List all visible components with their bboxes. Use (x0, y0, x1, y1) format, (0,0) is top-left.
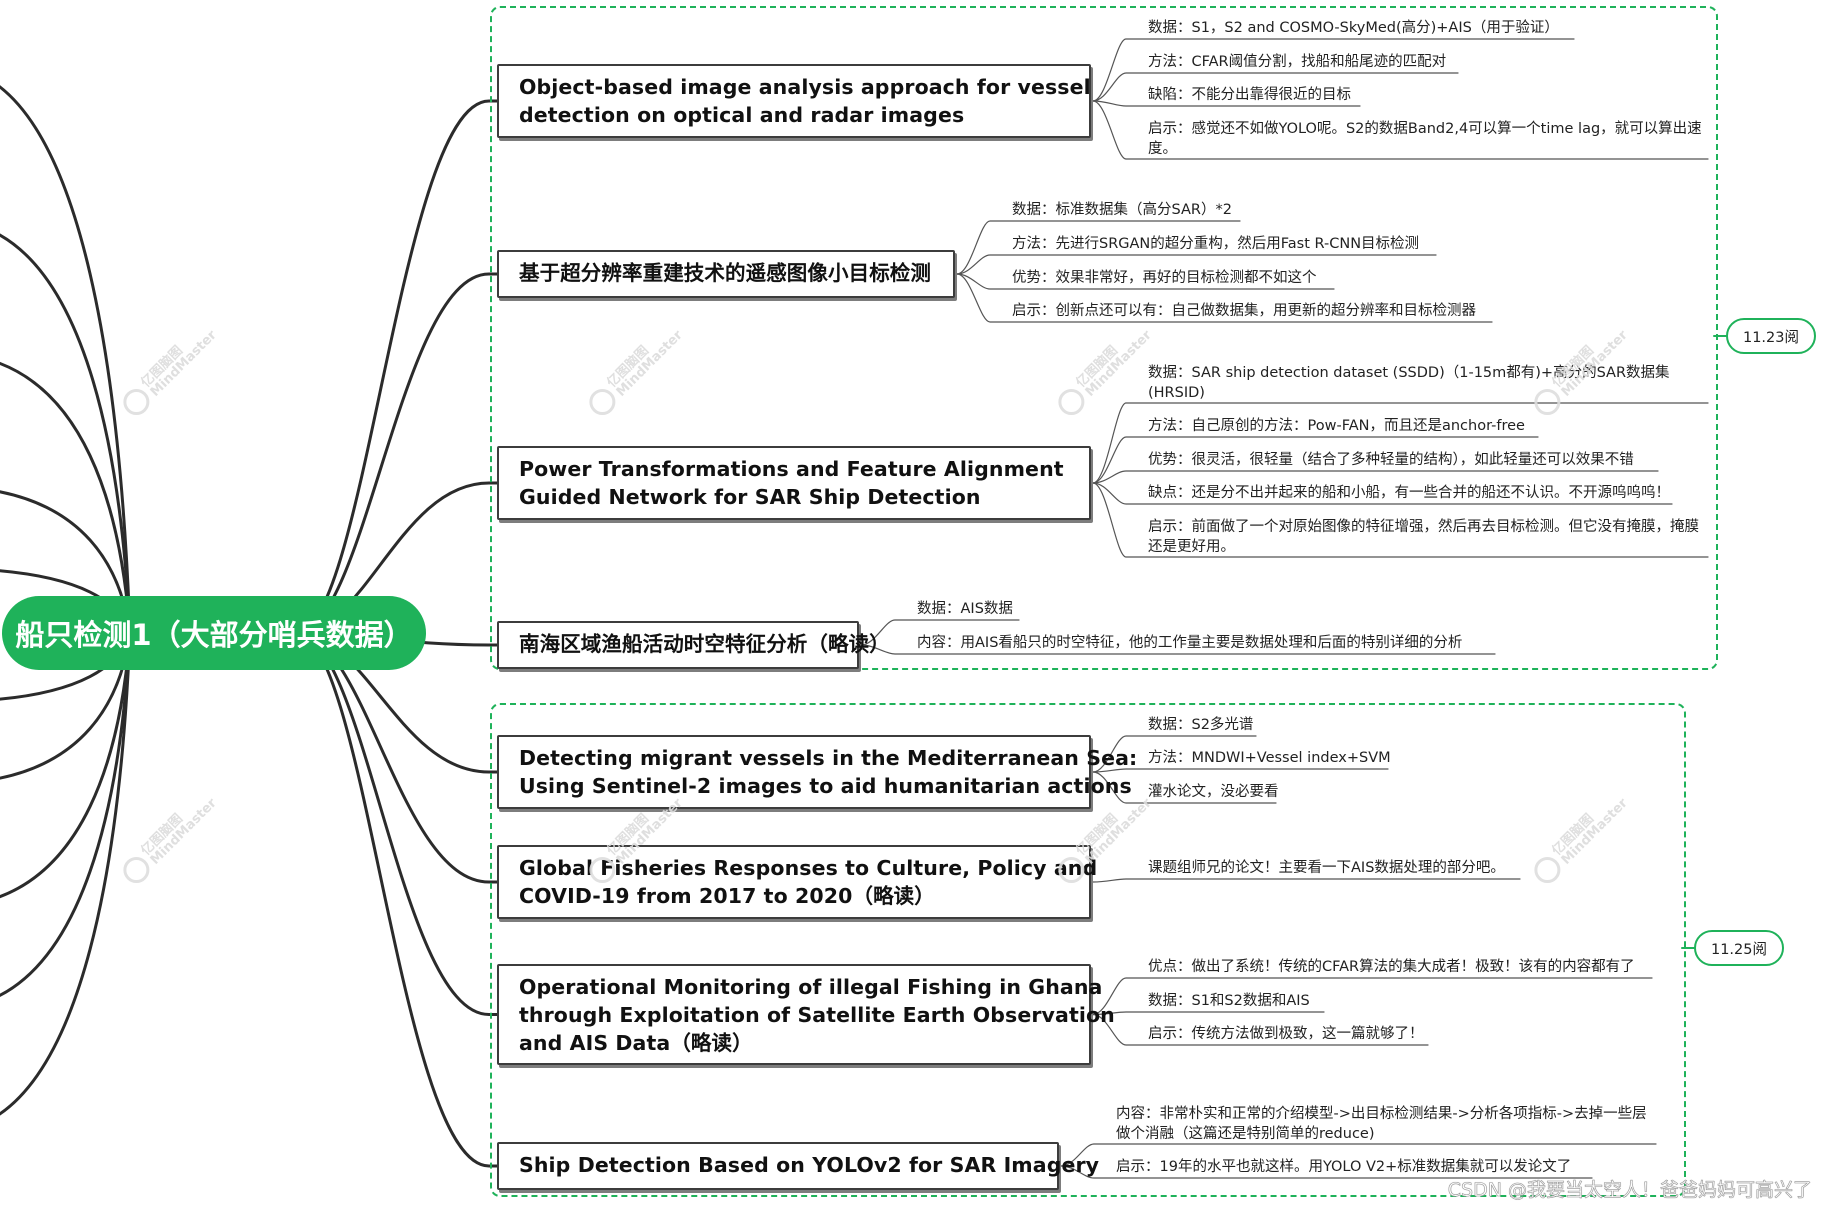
paper-to-note-connector (1092, 100, 1361, 107)
note-item[interactable]: 数据：AIS数据 (917, 601, 1013, 617)
note-item[interactable]: 启示：感觉还不如做YOLO呢。S2的数据Band2,4可以算一个time lag… (1148, 121, 1702, 157)
paper-title-line: Global Fisheries Responses to Culture, P… (519, 856, 1098, 880)
paper-to-note-connector (1092, 402, 1709, 484)
note-item[interactable]: 灌水论文，没必要看 (1148, 784, 1279, 800)
group-box-11-25 (490, 703, 1686, 1197)
paper-node[interactable]: 南海区域渔船活动时空特征分析（略读） (497, 621, 890, 669)
note-item[interactable]: 数据：标准数据集（高分SAR）*2 (1012, 202, 1232, 218)
offscreen-branch-connector (0, 631, 132, 997)
note-item[interactable]: 启示：创新点还可以有：自己做数据集，用更新的超分辨率和目标检测器 (1012, 303, 1476, 319)
offscreen-branch-connector (0, 233, 132, 635)
note-item[interactable]: 启示：19年的水平也就这样。用YOLO V2+标准数据集就可以发论文了 (1116, 1159, 1572, 1175)
mindmaster-logo-icon (1534, 857, 1561, 883)
mindmaster-logo-icon (589, 389, 616, 415)
paper-title-line: 南海区域渔船活动时空特征分析（略读） (519, 632, 890, 656)
note-item[interactable]: 课题组师兄的论文！主要看一下AIS数据处理的部分吧。 (1148, 860, 1505, 876)
offscreen-branch-connector (0, 631, 132, 1116)
mindmaster-logo-icon (589, 857, 616, 883)
mindmaster-logo-icon (1058, 857, 1085, 883)
note-item[interactable]: 优势：效果非常好，再好的目标检测都不如这个 (1012, 270, 1317, 286)
paper-title-line: 基于超分辨率重建技术的遥感图像小目标检测 (519, 261, 931, 285)
root-to-paper-connector (294, 99, 499, 635)
note-item[interactable]: 数据：S2多光谱 (1148, 717, 1254, 733)
note-item[interactable]: 方法：CFAR阈值分割，找船和船尾迹的匹配对 (1148, 54, 1447, 70)
paper-to-note-connector (956, 273, 1493, 323)
mindmaster-logo-icon (123, 389, 150, 415)
paper-title-line: Operational Monitoring of illegal Fishin… (519, 975, 1103, 999)
paper-node[interactable]: Object-based image analysis approach for… (497, 64, 1091, 138)
group-box-11-23 (490, 6, 1718, 670)
paper-to-note-connector (1060, 1143, 1657, 1167)
paper-to-note-connector (860, 644, 1496, 655)
root-to-paper-connector (294, 631, 499, 1168)
mindmaster-logo-icon (123, 857, 150, 883)
paper-to-note-connector (1092, 482, 1673, 505)
paper-to-note-connector (1092, 878, 1521, 883)
note-item[interactable]: 优点：做出了系统！传统的CFAR算法的集大成者！极致！该有的内容都有了 (1148, 959, 1635, 975)
paper-title-line: Object-based image analysis approach for… (519, 75, 1091, 99)
note-item[interactable]: 启示：传统方法做到极致，这一篇就够了！ (1148, 1026, 1424, 1042)
note-item[interactable]: 优势：很灵活，很轻量（结合了多种轻量的结构），如此轻量还可以效果不错 (1148, 452, 1634, 468)
paper-title-line: detection on optical and radar images (519, 103, 965, 127)
paper-node[interactable]: Ship Detection Based on YOLOv2 for SAR I… (497, 1142, 1100, 1190)
paper-to-note-connector (1092, 72, 1459, 102)
paper-to-note-connector (1092, 735, 1257, 773)
paper-title-line: Ship Detection Based on YOLOv2 for SAR I… (519, 1153, 1100, 1177)
note-item[interactable]: 缺陷：不能分出靠得很近的目标 (1148, 87, 1351, 103)
paper-to-note-connector (860, 619, 1020, 646)
paper-to-note-connector (956, 220, 1241, 275)
paper-title-line: and AIS Data（略读） (519, 1031, 753, 1055)
note-item[interactable]: 数据：S1，S2 and COSMO-SkyMed(高分)+AIS（用于验证） (1148, 20, 1559, 36)
paper-to-note-connector (1092, 768, 1389, 773)
paper-title-line: Guided Network for SAR Ship Detection (519, 485, 981, 509)
note-item[interactable]: 方法：MNDWI+Vessel index+SVM (1148, 750, 1391, 766)
paper-title-line: Using Sentinel-2 images to aid humanitar… (519, 774, 1132, 798)
paper-to-note-connector (956, 273, 1335, 290)
paper-node[interactable]: Power Transformations and Feature Alignm… (497, 446, 1091, 520)
paper-to-note-connector (1092, 1013, 1429, 1046)
paper-to-note-connector (1092, 100, 1709, 160)
note-item[interactable]: 内容：非常朴实和正常的介绍模型->出目标检测结果->分析各项指标->去掉一些层做… (1116, 1106, 1647, 1142)
mindmaster-logo-icon (1534, 389, 1561, 415)
note-item[interactable]: 方法：先进行SRGAN的超分重构，然后用Fast R-CNN目标检测 (1012, 236, 1420, 252)
paper-node[interactable]: Global Fisheries Responses to Culture, P… (497, 845, 1098, 919)
paper-to-note-connector (1092, 38, 1575, 102)
root-topic[interactable]: 船只检测1（大部分哨兵数据） (2, 596, 426, 670)
note-item[interactable]: 数据：S1和S2数据和AIS (1148, 993, 1310, 1009)
paper-title-line: Power Transformations and Feature Alignm… (519, 457, 1064, 481)
note-item[interactable]: 启示：前面做了一个对原始图像的特征增强，然后再去目标检测。但它没有掩膜，掩膜还是… (1148, 519, 1699, 555)
paper-to-note-connector (1092, 436, 1539, 484)
mindmaster-logo-icon (1058, 389, 1085, 415)
offscreen-branch-connector (0, 631, 132, 899)
note-item[interactable]: 内容：用AIS看船只的时空特征，他的工作量主要是数据处理和后面的特别详细的分析 (917, 635, 1463, 651)
paper-to-note-connector (1092, 1011, 1325, 1016)
note-item[interactable]: 方法：自己原创的方法：Pow-FAN，而且还是anchor-free (1148, 418, 1525, 434)
paper-node[interactable]: Detecting migrant vessels in the Mediter… (497, 735, 1138, 809)
paper-to-note-connector (1092, 977, 1653, 1016)
paper-to-note-connector (1092, 482, 1709, 558)
paper-title-line: through Exploitation of Satellite Earth … (519, 1003, 1115, 1027)
paper-node[interactable]: 基于超分辨率重建技术的遥感图像小目标检测 (497, 250, 955, 298)
group-date-tag-11-23[interactable]: 11.23阅 (1726, 318, 1816, 354)
root-to-paper-connector (294, 272, 499, 635)
note-item[interactable]: 缺点：还是分不出并起来的船和小船，有一些合并的船还不认识。不开源呜呜呜！ (1148, 485, 1670, 501)
csdn-credit: CSDN @我要当太空人！爸爸妈妈可高兴了 (1447, 1179, 1812, 1202)
paper-title-line: COVID-19 from 2017 to 2020（略读） (519, 884, 935, 908)
offscreen-branch-connector (0, 362, 132, 635)
paper-to-note-connector (956, 254, 1437, 275)
paper-title-line: Detecting migrant vessels in the Mediter… (519, 746, 1138, 770)
paper-node[interactable]: Operational Monitoring of illegal Fishin… (497, 964, 1115, 1065)
offscreen-branch-connector (0, 85, 132, 635)
paper-to-note-connector (1060, 1165, 1593, 1179)
paper-to-note-connector (1092, 470, 1659, 484)
paper-to-note-connector (1092, 771, 1277, 804)
note-item[interactable]: 数据：SAR ship detection dataset (SSDD)（1-1… (1148, 365, 1670, 401)
group-date-tag-11-25[interactable]: 11.25阅 (1694, 930, 1784, 966)
